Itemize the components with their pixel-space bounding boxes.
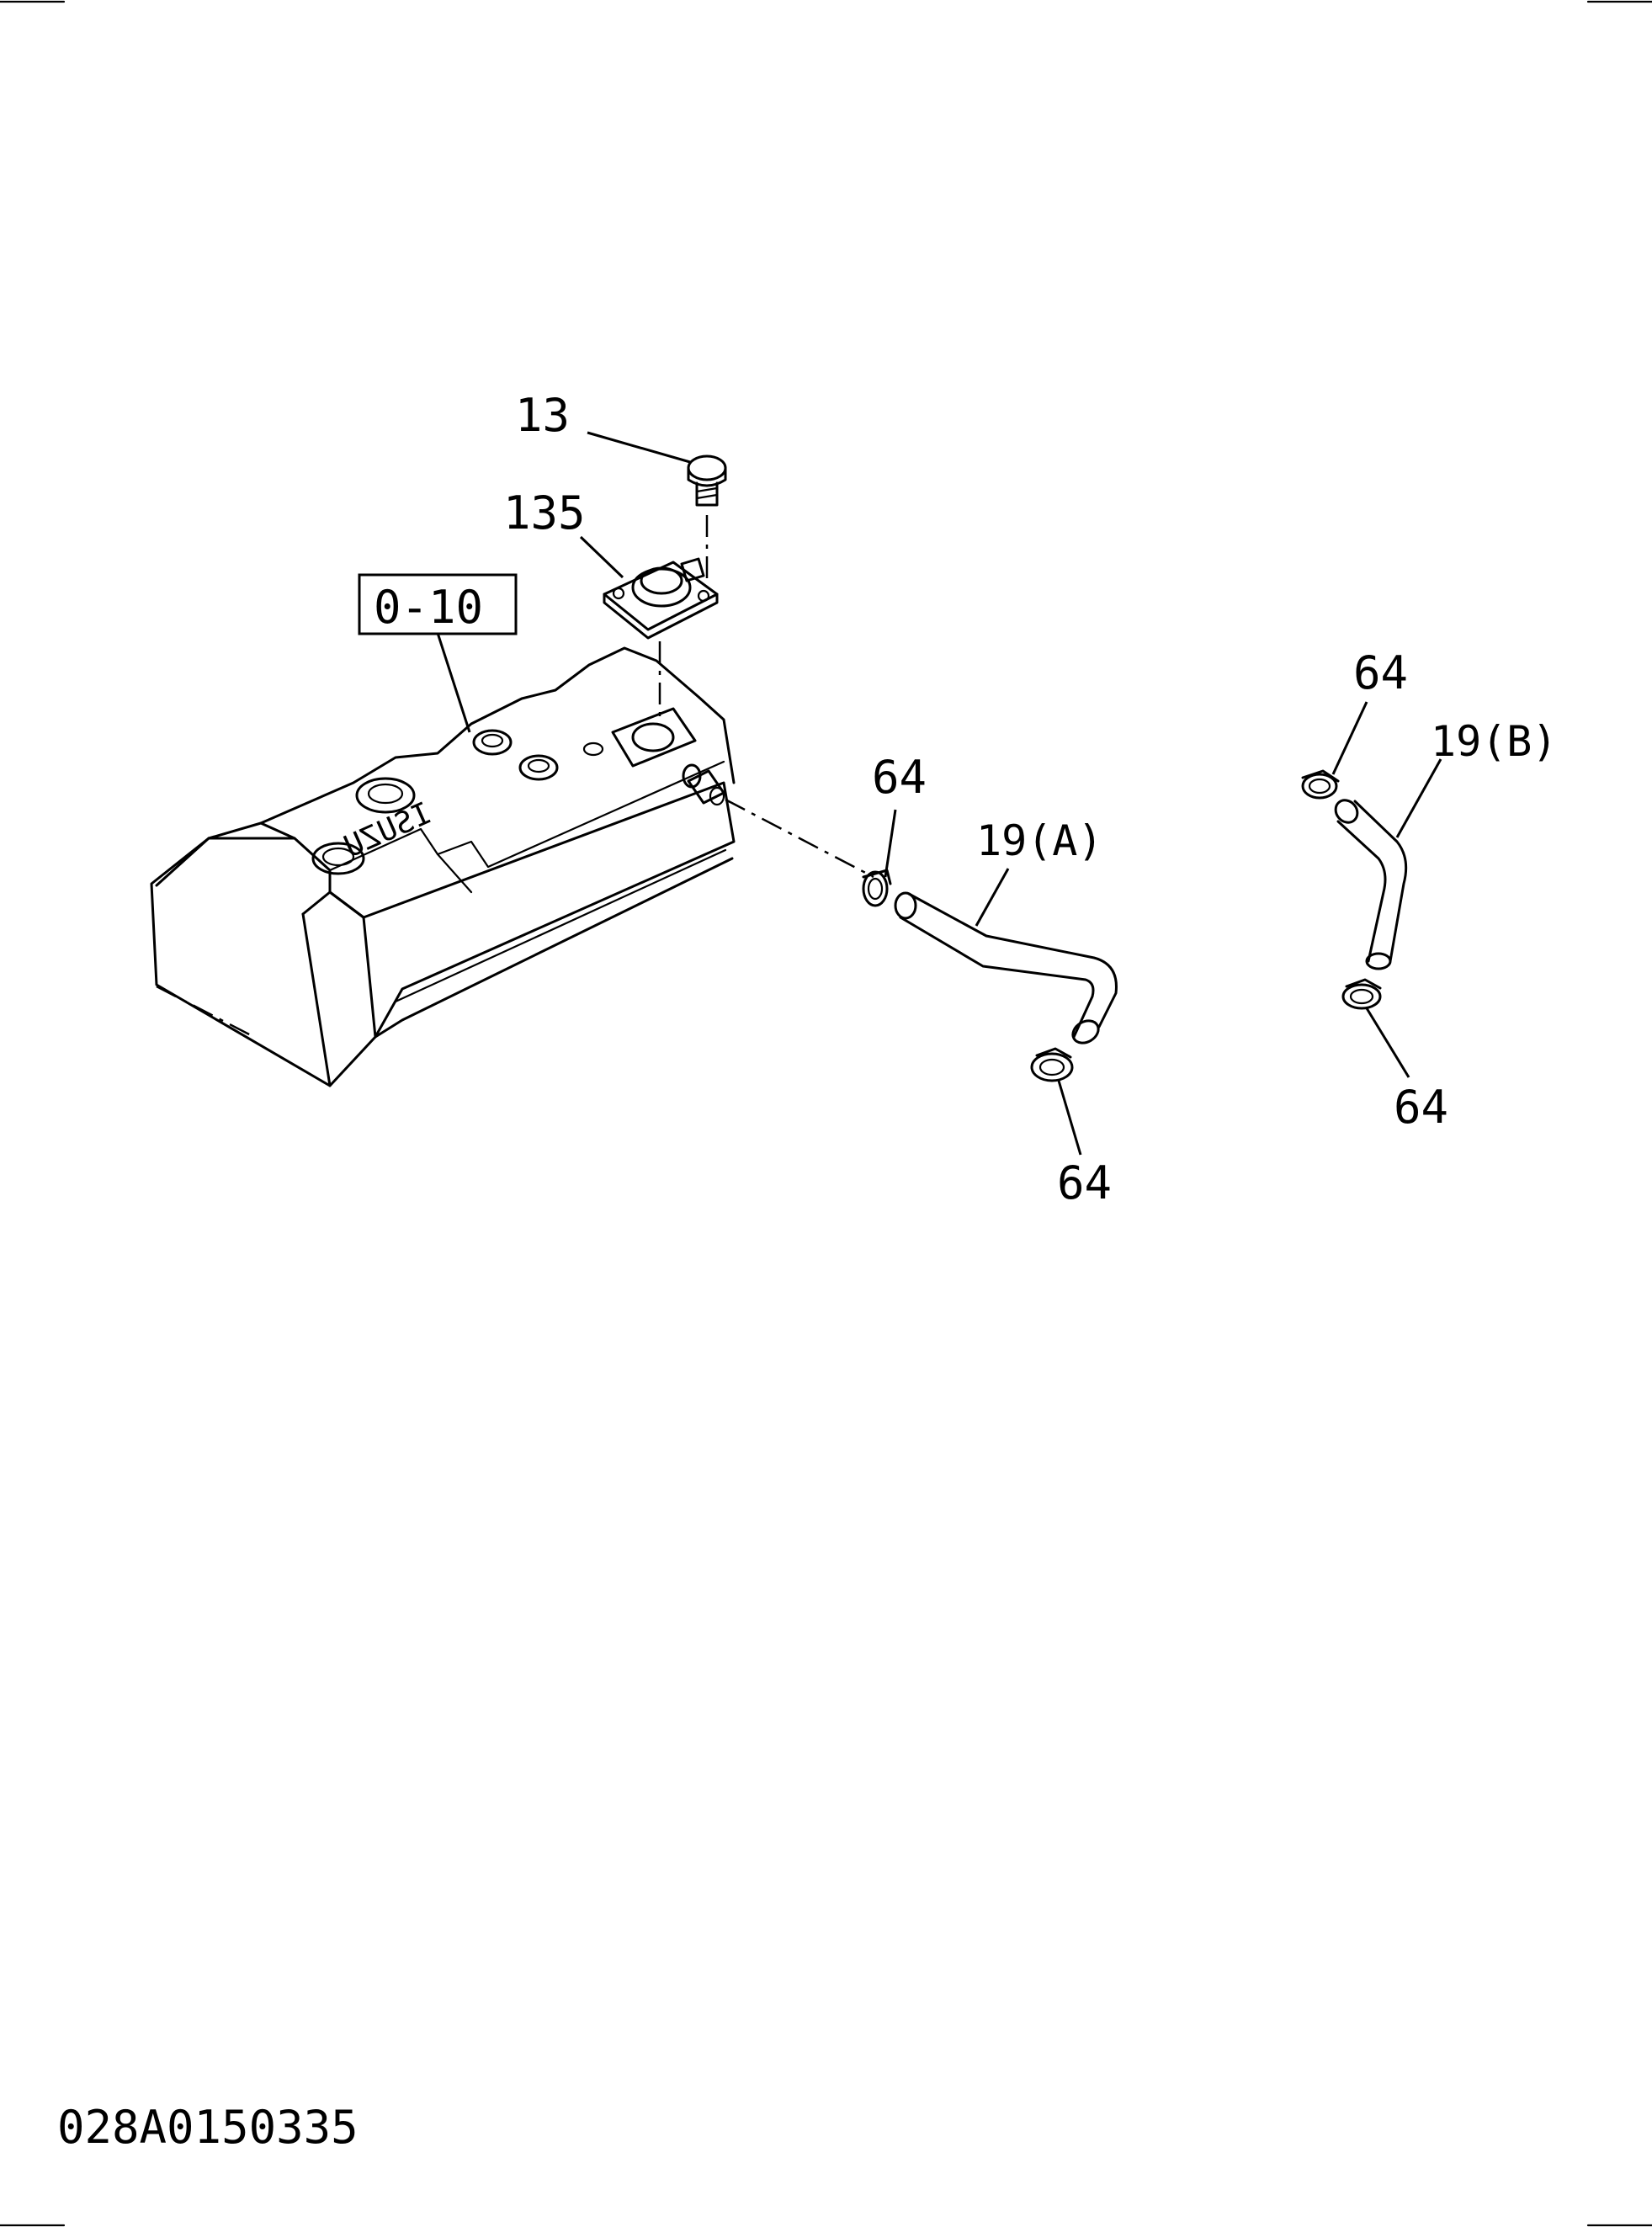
screw-part [687,454,727,507]
flange-part [603,557,719,640]
reference-box [358,573,518,635]
cover-marking: ISUZU [339,796,437,865]
callout-labels: 13 135 0-10 64 19(A) 64 64 19(B) 64 [374,389,1558,1209]
callout-64-b-lower: 64 [1394,1081,1448,1134]
hose-b-part [1334,799,1408,970]
callout-19a: 19(A) [976,816,1103,865]
clip-b-lower-part [1341,978,1382,1010]
clip-b-upper-part [1301,769,1340,800]
hose-a-part [894,891,1118,1044]
callout-135: 135 [503,486,586,539]
cover-edge-line [156,985,252,1037]
callout-64-b-upper: 64 [1353,646,1408,699]
head-cover: ISUZU [150,646,736,1087]
clip-a-lower-part [1030,1047,1074,1082]
callout-64-a-lower: 64 [1057,1156,1112,1209]
leader-lines [436,431,1442,1156]
callout-0-10: 0-10 [374,581,483,634]
callout-13: 13 [515,389,570,442]
drawing-number: 028A0150335 [57,2101,359,2154]
hose-a-axis-line [725,798,874,879]
callout-64-a-upper: 64 [872,751,927,804]
callout-19b: 19(B) [1431,717,1558,766]
